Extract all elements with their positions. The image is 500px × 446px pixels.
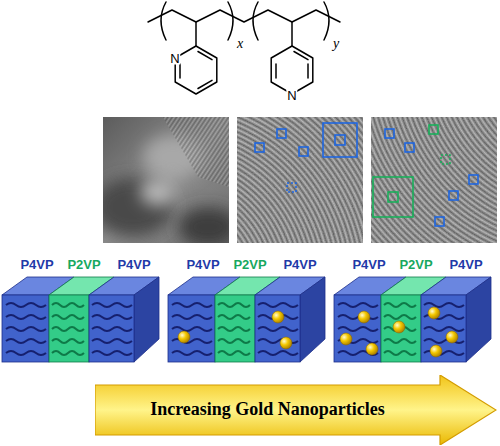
marker-square <box>429 125 438 134</box>
tem-lamellae <box>371 117 497 243</box>
tem-lamellae <box>237 117 363 243</box>
marker-squares <box>255 123 357 192</box>
gold-nanoparticle <box>178 331 190 343</box>
ring-bond <box>291 22 293 46</box>
block-label: P2VP <box>67 258 100 271</box>
arrow-outline <box>95 375 496 445</box>
gold-nanoparticle <box>430 345 442 357</box>
marker-square <box>449 191 458 200</box>
afm-image <box>93 117 238 247</box>
gold-nanoparticles <box>178 307 458 357</box>
double-bond <box>294 52 308 60</box>
gold-nanoparticle <box>280 337 292 349</box>
double-bond <box>198 52 212 60</box>
pyridine-ring <box>175 46 217 94</box>
lamellar-block <box>334 277 491 362</box>
repeat-subscript: y <box>333 37 339 51</box>
block-label: P4VP <box>449 258 482 271</box>
marker-square <box>277 129 286 138</box>
tem-image <box>237 117 363 243</box>
double-bond <box>275 64 277 78</box>
pyridine-ring <box>271 46 313 94</box>
gold-nanoparticle <box>340 333 352 345</box>
gold-nanoparticle <box>393 321 405 333</box>
backbone-bond <box>148 10 340 22</box>
block-label: P4VP <box>20 258 53 271</box>
gold-nanoparticle <box>428 307 440 319</box>
repeat-subscript: x <box>237 37 243 51</box>
afm-lamellae <box>163 117 229 187</box>
repeat-bracket <box>228 2 233 40</box>
copolymer-structure <box>148 2 340 94</box>
block-label: P4VP <box>352 258 385 271</box>
tem-ground <box>237 117 363 243</box>
gold-nanoparticle <box>358 311 370 323</box>
marker-square <box>435 217 444 226</box>
ring-bond <box>195 22 197 46</box>
lamellar-block <box>168 277 325 362</box>
block-label: P2VP <box>233 258 266 271</box>
repeat-bracket <box>161 2 166 40</box>
gold-nanoparticle <box>272 311 284 323</box>
zoom-square <box>373 177 413 217</box>
double-bond <box>198 80 212 88</box>
atom-symbol: N <box>286 89 297 102</box>
tem-ground <box>371 117 497 243</box>
marker-square <box>335 135 345 145</box>
lamellar-block <box>2 277 159 362</box>
marker-square <box>469 175 478 184</box>
repeat-bracket <box>253 2 258 40</box>
marker-square <box>388 192 398 202</box>
block-label: P2VP <box>399 258 432 271</box>
marker-square <box>255 143 264 152</box>
tem-noise <box>371 117 497 243</box>
block-label: P4VP <box>117 258 150 271</box>
tem-noise <box>237 117 363 243</box>
afm-image-clip <box>103 117 229 243</box>
marker-square <box>299 147 308 156</box>
gold-nanoparticle <box>366 343 378 355</box>
double-bond <box>307 64 309 78</box>
zoom-square <box>323 123 357 157</box>
block-label: P4VP <box>283 258 316 271</box>
arrow-banner: Increasing Gold Nanoparticles <box>95 375 497 445</box>
block-label: P4VP <box>186 258 219 271</box>
marker-square <box>405 143 414 152</box>
repeat-bracket <box>324 2 329 40</box>
marker-squares <box>373 125 478 226</box>
afm-shade <box>140 178 176 206</box>
double-bond <box>179 64 181 78</box>
marker-square <box>441 155 450 164</box>
tem-image <box>371 117 497 243</box>
arrow-text: Increasing Gold Nanoparticles <box>150 400 385 420</box>
marker-square <box>385 129 394 138</box>
marker-square <box>287 183 296 192</box>
gold-nanoparticle <box>446 331 458 343</box>
arrow-body: Increasing Gold Nanoparticles <box>95 385 440 435</box>
atom-symbol: N <box>169 52 180 65</box>
afm-shade <box>178 207 229 243</box>
